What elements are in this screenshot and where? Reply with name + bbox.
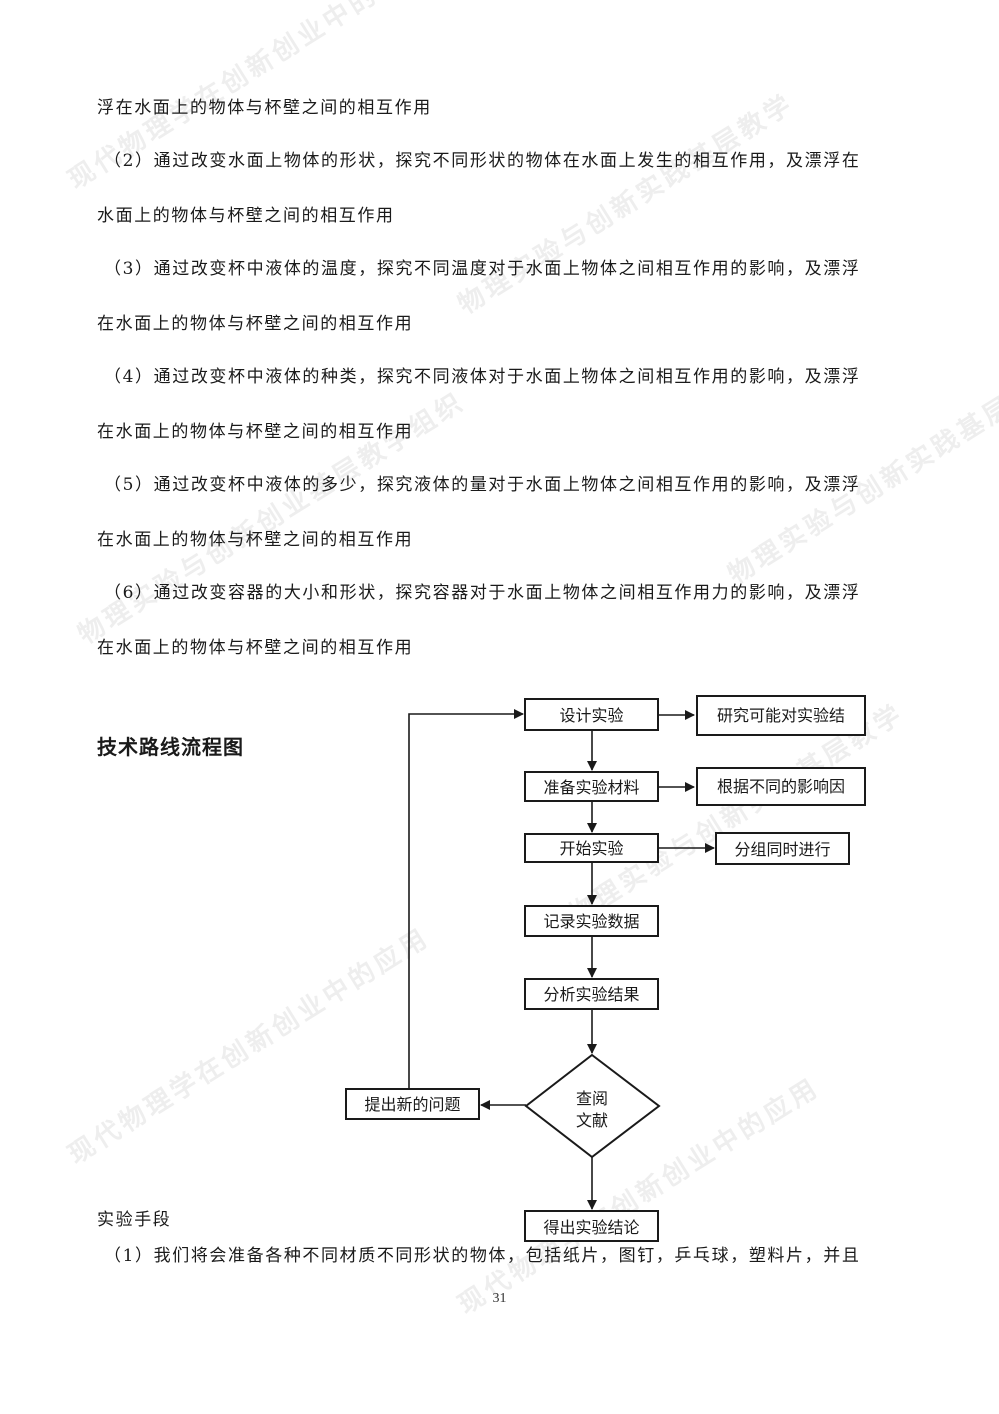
box-label: 得出实验结论	[543, 1218, 639, 1237]
box-label: 准备实验材料	[543, 778, 639, 797]
body-line: （5）通过改变杯中液体的多少，探究液体的量对于水面上物体之间相互作用的影响，及漂…	[104, 475, 861, 495]
body-line: 在水面上的物体与杯壁之间的相互作用	[97, 422, 414, 442]
body-line: （1）我们将会准备各种不同材质不同形状的物体，包括纸片，图钉，乒乓球，塑料片，并…	[104, 1246, 861, 1266]
body-line: （3）通过改变杯中液体的温度，探究不同温度对于水面上物体之间相互作用的影响，及漂…	[104, 259, 861, 279]
box-factors: 根据不同的影响因	[696, 767, 866, 806]
box-label: 记录实验数据	[543, 912, 639, 931]
box-start-experiment: 开始实验	[524, 833, 659, 863]
box-analyze-results: 分析实验结果	[524, 978, 659, 1010]
body-line: 在水面上的物体与杯壁之间的相互作用	[97, 638, 414, 658]
body-line: （6）通过改变容器的大小和形状，探究容器对于水面上物体之间相互作用力的影响，及漂…	[104, 583, 861, 603]
box-design-experiment: 设计实验	[524, 698, 659, 731]
diamond-label-line2: 文献	[576, 1111, 608, 1130]
box-prepare-materials: 准备实验材料	[524, 771, 659, 802]
box-label: 根据不同的影响因	[717, 777, 845, 796]
diamond-label-line1: 查阅	[576, 1089, 608, 1108]
box-label: 分析实验结果	[543, 985, 639, 1004]
diamond-lookup-literature: 查阅 文献	[524, 1053, 661, 1159]
page-number: 31	[492, 1291, 507, 1306]
box-label: 设计实验	[559, 706, 623, 725]
box-groups: 分组同时进行	[715, 832, 850, 865]
body-line: 在水面上的物体与杯壁之间的相互作用	[97, 314, 414, 334]
box-research: 研究可能对实验结	[696, 695, 866, 736]
body-line: 浮在水面上的物体与杯壁之间的相互作用	[97, 98, 432, 118]
box-record-data: 记录实验数据	[524, 905, 659, 937]
body-line: （4）通过改变杯中液体的种类，探究不同液体对于水面上物体之间相互作用的影响，及漂…	[104, 367, 861, 387]
box-label: 提出新的问题	[364, 1095, 460, 1114]
section-heading: 技术路线流程图	[97, 735, 244, 759]
body-line: （2）通过改变水面上物体的形状，探究不同形状的物体在水面上发生的相互作用，及漂浮…	[104, 151, 861, 171]
body-line: 在水面上的物体与杯壁之间的相互作用	[97, 530, 414, 550]
feedback-loop-arrow	[408, 709, 524, 1090]
box-label: 研究可能对实验结	[717, 706, 845, 725]
box-label: 开始实验	[559, 839, 623, 858]
box-conclusion: 得出实验结论	[524, 1210, 659, 1242]
methods-label: 实验手段	[97, 1210, 172, 1230]
box-new-question: 提出新的问题	[345, 1088, 480, 1120]
body-line: 水面上的物体与杯壁之间的相互作用	[97, 206, 395, 226]
box-label: 分组同时进行	[734, 840, 830, 859]
